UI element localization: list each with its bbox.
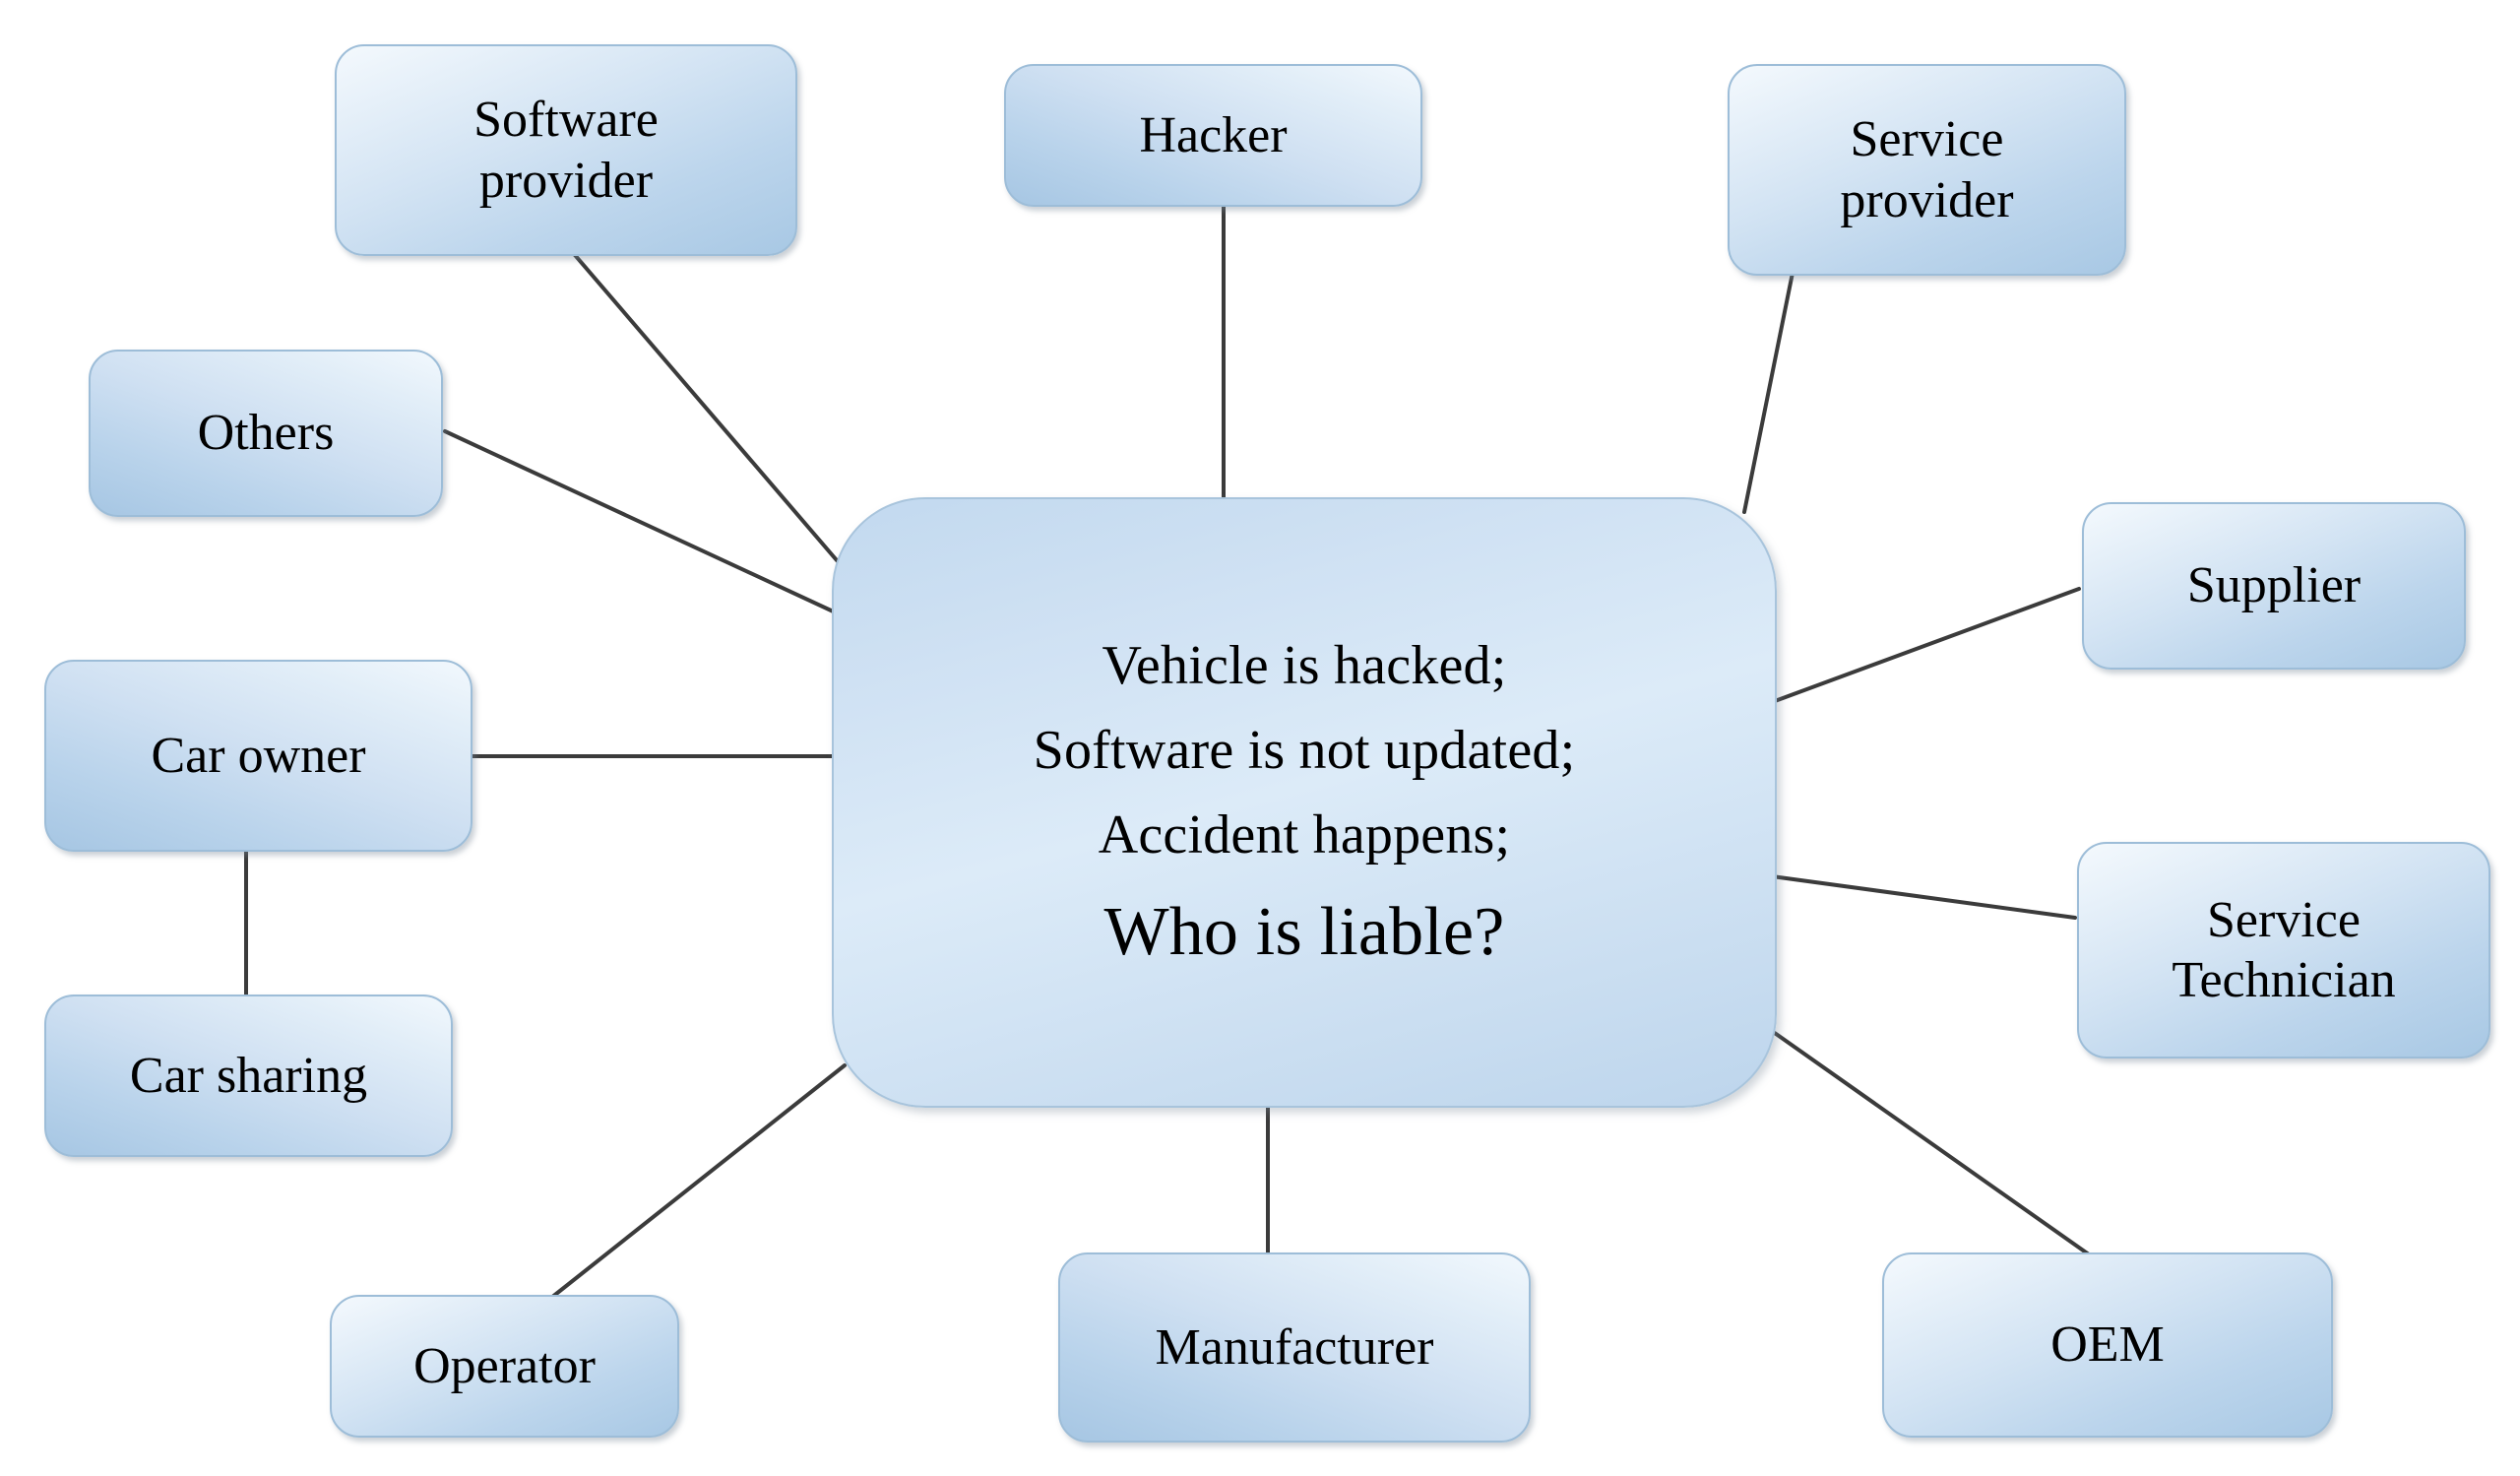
node-car-sharing[interactable]: Car sharing	[44, 995, 453, 1157]
node-label-car-owner: Car owner	[151, 727, 366, 784]
center-question: Who is liable?	[1103, 893, 1505, 970]
node-software-provider[interactable]: Software provider	[335, 44, 797, 256]
node-others[interactable]: Others	[89, 350, 443, 517]
center-node[interactable]: Vehicle is hacked; Software is not updat…	[832, 497, 1777, 1108]
node-manufacturer[interactable]: Manufacturer	[1058, 1252, 1531, 1443]
node-car-owner[interactable]: Car owner	[44, 660, 472, 852]
node-label-service-technician: Service Technician	[2172, 891, 2396, 1008]
node-hacker[interactable]: Hacker	[1004, 64, 1422, 207]
edge-service-provider-center	[1742, 266, 1796, 514]
node-oem[interactable]: OEM	[1882, 1252, 2333, 1438]
edge-service-technician-center	[1770, 874, 2077, 920]
node-label-software-provider: Software provider	[473, 92, 659, 209]
node-label-manufacturer: Manufacturer	[1155, 1318, 1434, 1376]
node-label-oem: OEM	[2050, 1316, 2165, 1374]
node-label-car-sharing: Car sharing	[129, 1047, 368, 1104]
node-label-hacker: Hacker	[1139, 106, 1288, 163]
edge-others-center	[443, 429, 844, 617]
edge-oem-center	[1760, 1022, 2091, 1256]
node-label-supplier: Supplier	[2186, 557, 2362, 614]
edge-supplier-center	[1773, 587, 2081, 703]
node-supplier[interactable]: Supplier	[2082, 502, 2466, 670]
edge-operator-center	[549, 1063, 847, 1300]
center-line-3: Accident happens;	[1098, 803, 1511, 866]
center-line-1: Vehicle is hacked;	[1102, 634, 1507, 696]
center-line-2: Software is not updated;	[1033, 719, 1576, 781]
edge-software-provider-center	[567, 246, 868, 597]
node-service-technician[interactable]: Service Technician	[2077, 842, 2490, 1059]
node-label-service-provider: Service provider	[1840, 111, 2014, 228]
node-label-others: Others	[197, 405, 335, 462]
node-operator[interactable]: Operator	[330, 1295, 679, 1438]
node-label-operator: Operator	[413, 1337, 596, 1394]
node-service-provider[interactable]: Service provider	[1728, 64, 2126, 276]
